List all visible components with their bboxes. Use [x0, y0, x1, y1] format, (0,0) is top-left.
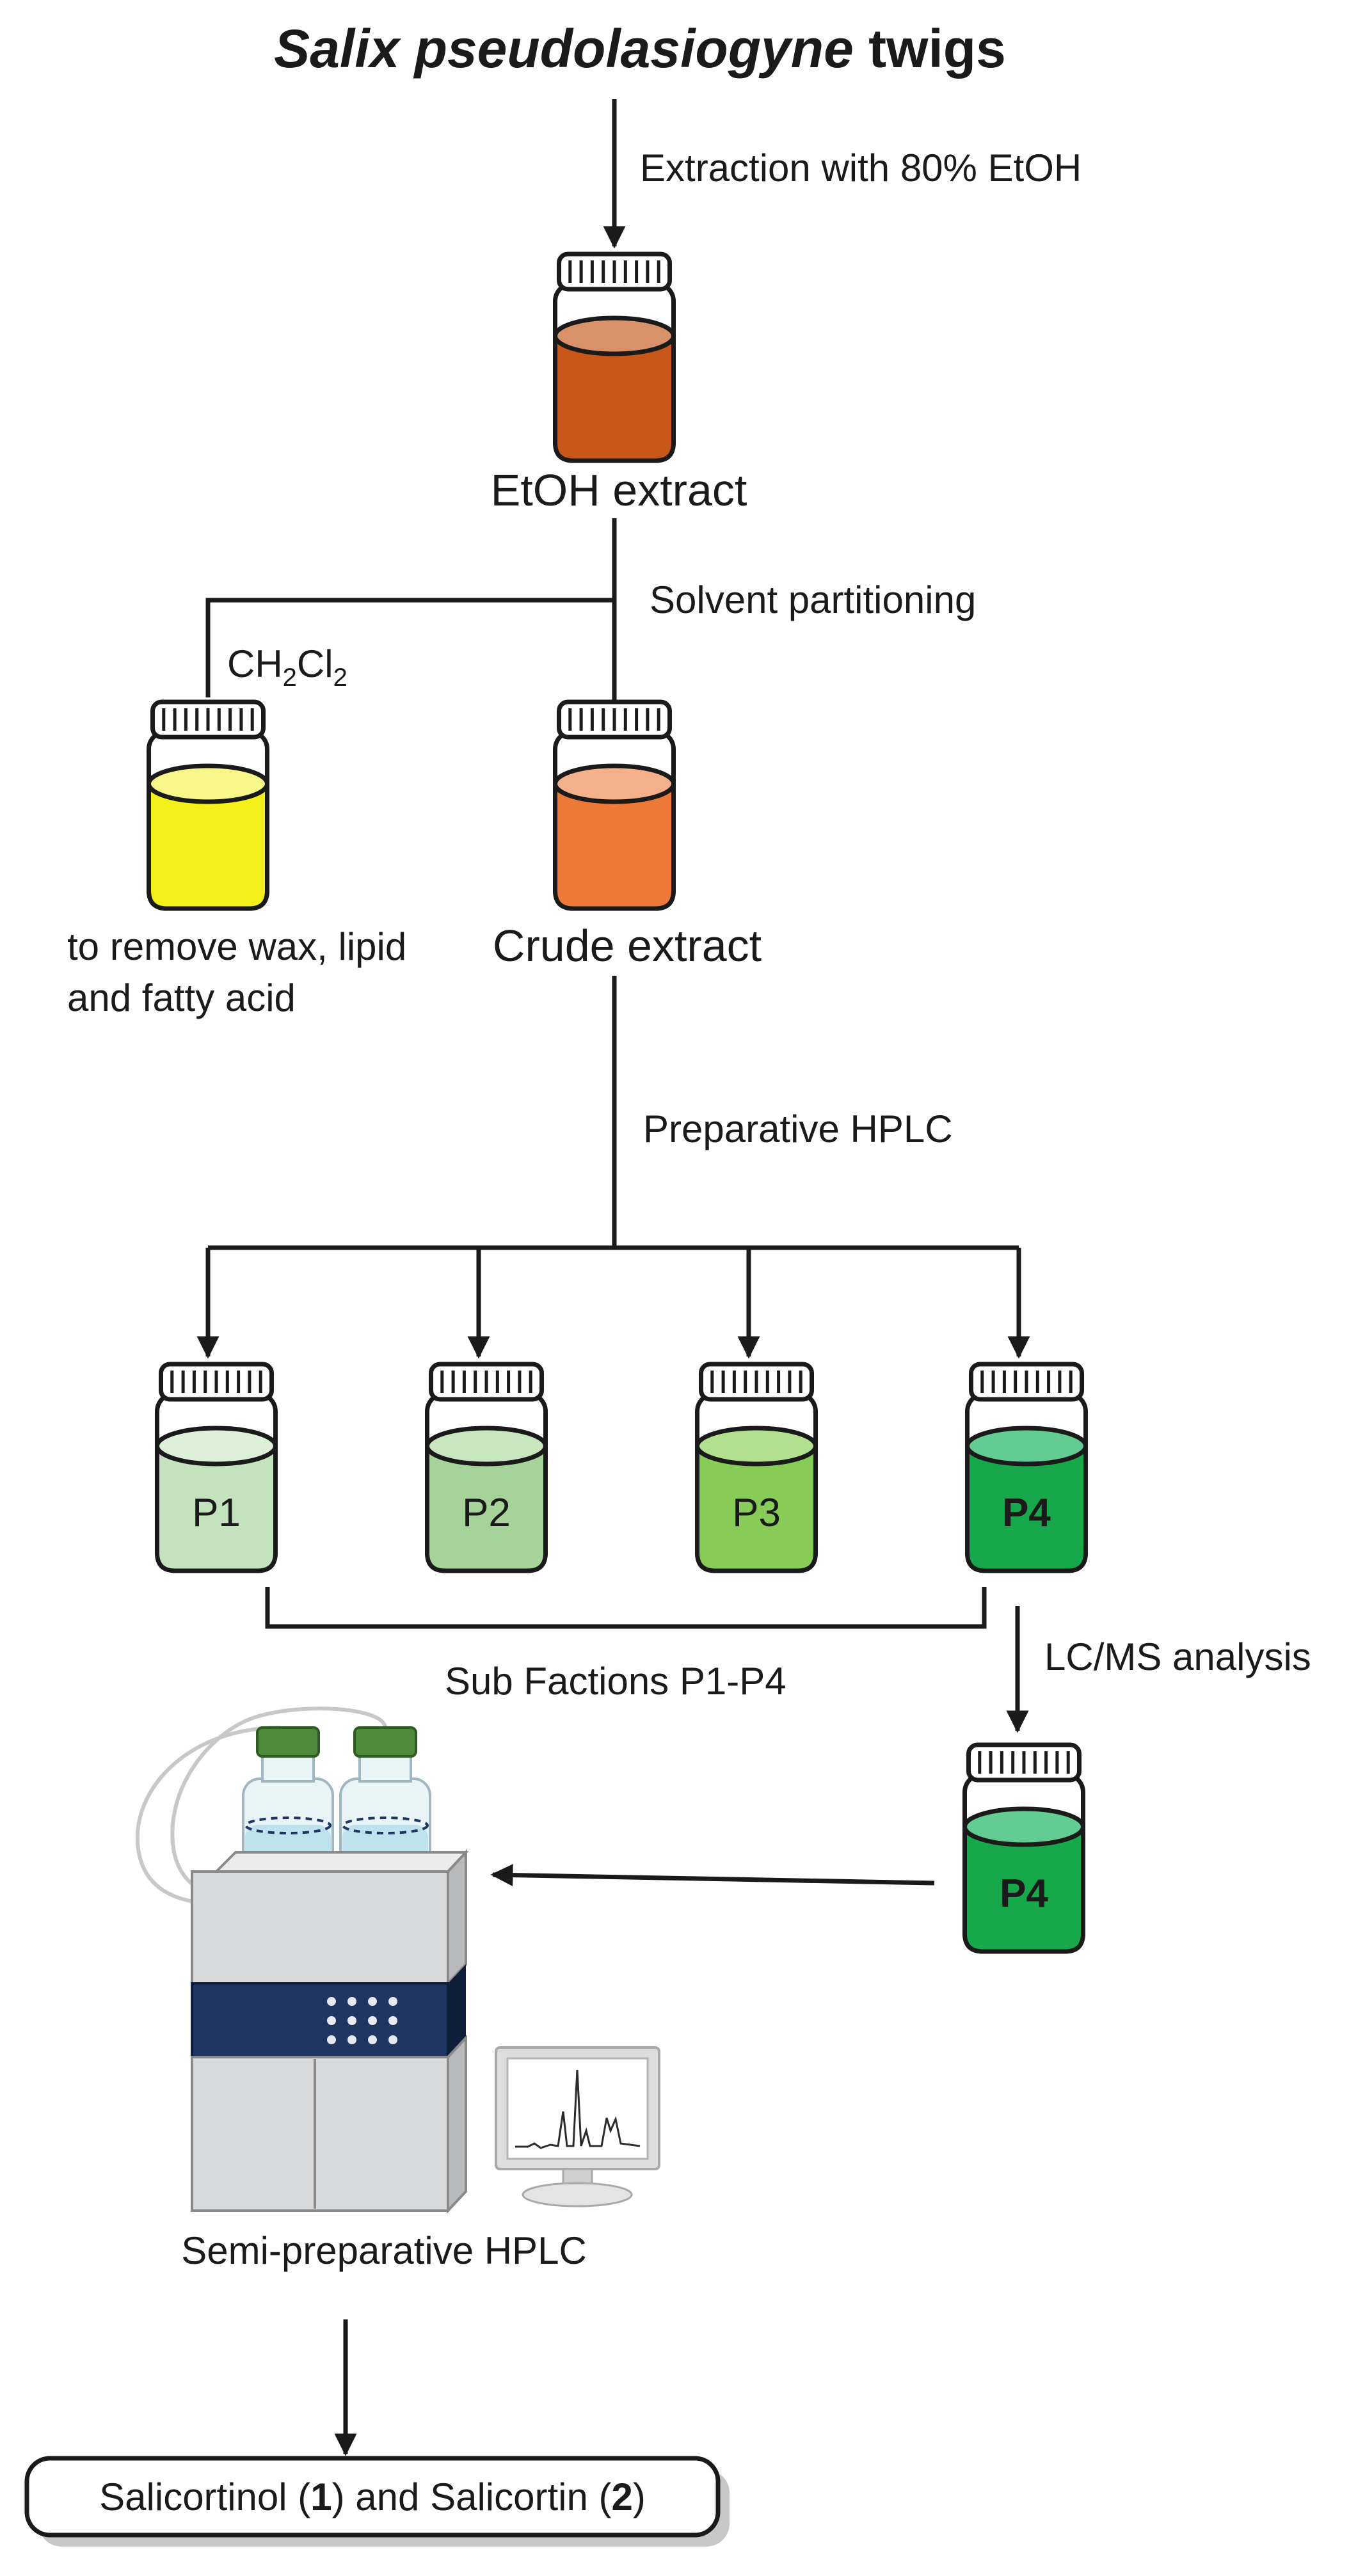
chromatogram-monitor: [495, 2046, 660, 2207]
partition-branch-left: [205, 598, 614, 697]
vial-liquid: [695, 1443, 818, 1573]
fraction-vial-p4: P4: [965, 1362, 1088, 1573]
result-text: Salicortinol (1) and Salicortin (2): [99, 2476, 646, 2518]
crude-extract-label: Crude extract: [493, 921, 762, 971]
to-instrument-arrow: [490, 1864, 935, 1887]
vial-label: P2: [462, 1491, 511, 1535]
ethanol-extract-label: EtOH extract: [491, 465, 747, 515]
vial-liquid: [147, 781, 269, 911]
fraction-vial-p3: P3: [695, 1362, 818, 1573]
vial-liquid: [155, 1443, 278, 1573]
wax-removal-note-line2: and fatty acid: [67, 976, 296, 1019]
extraction-label: Extraction with 80% EtOH: [640, 147, 1082, 189]
sub-fractions-label: Sub Factions P1-P4: [445, 1660, 786, 1703]
vial-label: P4: [1000, 1872, 1048, 1916]
fraction-vial-p1: P1: [155, 1362, 278, 1573]
instrument-control-band: [191, 1982, 449, 2058]
lcms-label: LC/MS analysis: [1044, 1635, 1311, 1678]
vial-liquid-surface: [965, 1426, 1088, 1467]
vial-label: P4: [1002, 1491, 1051, 1535]
vial-liquid-surface: [553, 315, 676, 356]
result-box-frame: [24, 2456, 721, 2538]
dichloromethane-vial: [147, 699, 269, 911]
vial-liquid-surface: [962, 1806, 1085, 1847]
vial-liquid: [553, 781, 676, 911]
ethanol-extract-vial: [553, 251, 676, 463]
instrument-side-upper: [447, 1849, 467, 1987]
fraction-vial-p2: P2: [425, 1362, 548, 1573]
vial-liquid-surface: [553, 763, 676, 804]
instrument-side-band: [448, 1964, 466, 2057]
sub-fractions-bracket: [265, 1587, 987, 1629]
result-box: Salicortinol (1) and Salicortin (2): [24, 2456, 730, 2547]
vial-liquid-surface: [695, 1426, 818, 1467]
vial-liquid-surface: [155, 1426, 278, 1467]
instrument-side-lower: [447, 2034, 467, 2214]
dichloromethane-label: CH2Cl2: [227, 642, 347, 692]
vial-liquid: [425, 1443, 548, 1573]
vial-label: P1: [192, 1491, 241, 1535]
vial-label: P3: [732, 1491, 781, 1535]
crude-extract-vial: [553, 699, 676, 911]
hplc-instrument: [135, 1706, 660, 2214]
vial-liquid: [962, 1824, 1085, 1954]
vial-liquid: [553, 333, 676, 463]
instrument-top-face: [213, 1851, 469, 1873]
analyzed-fraction-vial: P4: [962, 1742, 1085, 1954]
vial-liquid: [965, 1443, 1088, 1573]
wax-removal-note-line1: to remove wax, lipid: [67, 925, 406, 968]
instrument-lower-module: [191, 2056, 449, 2212]
solvent-tubing-right: [170, 1706, 387, 1899]
semi-prep-hplc-label: Semi-preparative HPLC: [181, 2229, 587, 2272]
vial-liquid-surface: [425, 1426, 548, 1467]
diagram-title: Salix pseudolasiogyne twigs: [274, 19, 1006, 79]
solvent-partitioning-label: Solvent partitioning: [650, 578, 976, 621]
prep-hplc-label: Preparative HPLC: [643, 1108, 953, 1150]
control-buttons-grid: [327, 1997, 397, 2044]
chromatogram-trace: [515, 2069, 641, 2149]
instrument-upper-module: [191, 1870, 449, 1985]
vial-liquid-surface: [147, 763, 269, 804]
